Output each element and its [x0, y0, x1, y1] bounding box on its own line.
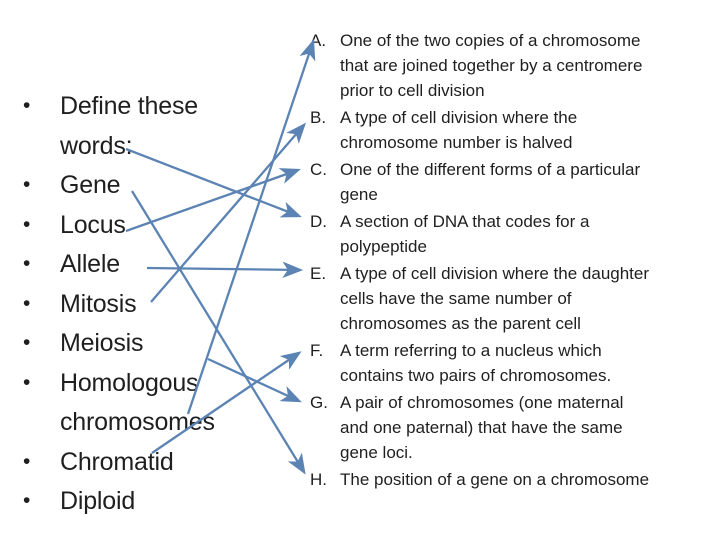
bullet-icon: •	[23, 449, 31, 473]
definition-letter: D.	[310, 212, 327, 231]
term-item-define-prompt: • Define these words:	[0, 87, 268, 166]
bullet-icon: •	[23, 291, 31, 315]
definition-item-b: B. A type of cell division where the chro…	[310, 105, 682, 155]
definition-text: A term referring to a nucleus which cont…	[340, 341, 612, 385]
definition-item-d: D. A section of DNA that codes for a poly…	[310, 209, 682, 259]
term-item-locus: • Locus	[0, 206, 268, 246]
definition-item-c: C. One of the different forms of a partic…	[310, 157, 682, 207]
term-item-mitosis: • Mitosis	[0, 285, 268, 325]
term-item-allele: • Allele	[0, 245, 268, 285]
definitions-list: A. One of the two copies of a chromosome …	[310, 28, 682, 494]
definition-letter: A.	[310, 31, 327, 50]
definition-item-f: F. A term referring to a nucleus which co…	[310, 338, 682, 388]
term-label: Chromatid	[60, 447, 174, 476]
definition-item-e: E. A type of cell division where the daug…	[310, 261, 682, 336]
term-item-meiosis: • Meiosis	[0, 324, 268, 364]
bullet-icon: •	[23, 212, 31, 236]
term-label: Homologous chromosomes	[60, 368, 215, 437]
bullet-icon: •	[23, 94, 31, 117]
definition-letter: C.	[310, 160, 327, 179]
term-item-chromatid: • Chromatid	[0, 443, 268, 483]
definition-text: A type of cell division where the chromo…	[340, 108, 578, 152]
bullet-icon: •	[23, 252, 31, 275]
definition-letter: E.	[310, 264, 327, 283]
definition-text: A section of DNA that codes for a polype…	[340, 212, 590, 256]
term-label: Define these words:	[60, 92, 198, 160]
term-label: Diploid	[60, 487, 136, 515]
definition-item-h: H. The position of a gene on a chromosome	[310, 467, 682, 492]
definition-letter: G.	[310, 393, 328, 412]
term-label: Mitosis	[60, 289, 137, 318]
definition-letter: B.	[310, 108, 327, 127]
bullet-icon: •	[23, 489, 31, 512]
term-label: Meiosis	[60, 329, 144, 357]
term-label: Locus	[60, 210, 126, 239]
definition-letter: H.	[310, 470, 327, 489]
bullet-icon: •	[23, 331, 31, 354]
definition-letter: F.	[310, 341, 324, 360]
definition-item-g: G. A pair of chromosomes (one maternal an…	[310, 390, 682, 465]
terms-list: • Define these words: • Gene • Locus • Allele • M…	[0, 87, 268, 522]
bullet-icon: •	[23, 173, 31, 196]
definition-text: The position of a gene on a chromosome	[340, 470, 650, 489]
definition-text: One of the different forms of a particul…	[340, 160, 641, 204]
bullet-icon: •	[23, 370, 31, 394]
term-label: Allele	[60, 250, 120, 278]
definition-text: One of the two copies of a chromosome th…	[340, 31, 643, 100]
definition-text: A type of cell division where the daught…	[340, 264, 650, 333]
definition-text: A pair of chromosomes (one maternal and …	[340, 393, 624, 462]
term-item-gene: • Gene	[0, 166, 268, 206]
term-label: Gene	[60, 171, 121, 199]
term-item-diploid: • Diploid	[0, 482, 268, 522]
definition-item-a: A. One of the two copies of a chromosome …	[310, 28, 682, 103]
term-item-homologous-chromosomes: • Homologous chromosomes	[0, 364, 268, 443]
